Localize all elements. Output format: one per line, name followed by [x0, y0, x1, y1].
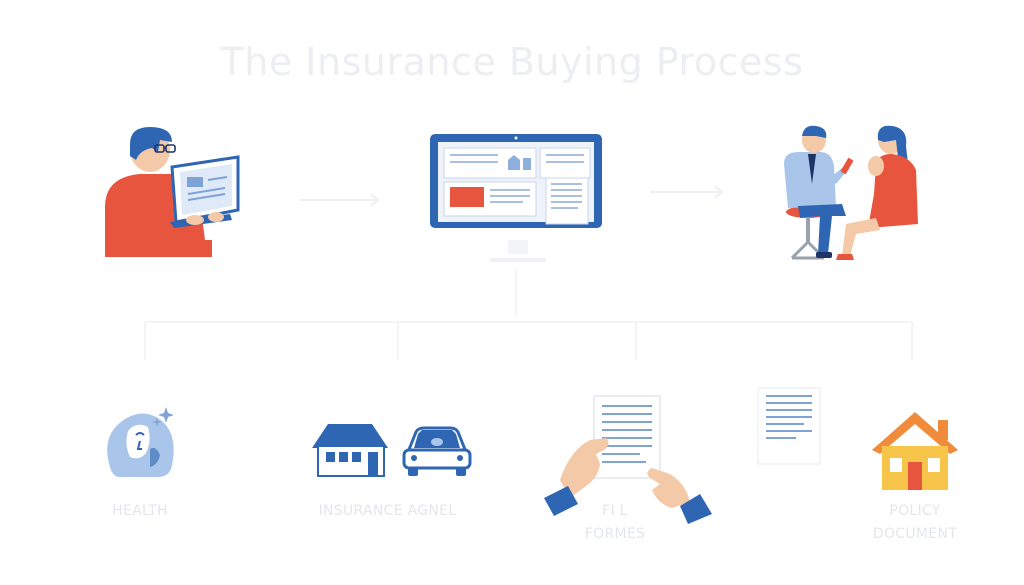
policy-line1: POLICY	[889, 503, 941, 519]
fill-forms-line1: FI L	[602, 503, 628, 519]
fill-forms-line2: FORMES	[584, 526, 646, 543]
house-icon	[312, 424, 388, 477]
policy-line2: DOCUMENT	[872, 526, 958, 543]
health-icon	[107, 407, 174, 477]
agent-consultation-icon	[784, 125, 918, 260]
policy-document-label: POLICY DOCUMENT	[860, 500, 970, 546]
monitor-stand-icon	[490, 240, 546, 262]
car-icon	[402, 426, 472, 476]
document-icon	[757, 387, 821, 465]
monitor-icon	[430, 134, 602, 228]
insurance-agent-label: INSURANCE AGNEL	[318, 503, 457, 519]
policy-house-icon	[872, 412, 958, 490]
page-title: The Insurance Buying Process	[220, 40, 804, 84]
fill-forms-label: FI L FORMES	[570, 500, 660, 546]
hands-document-icon	[544, 395, 712, 524]
person-laptop-icon	[105, 127, 240, 257]
health-label: HEALTH	[112, 503, 168, 519]
